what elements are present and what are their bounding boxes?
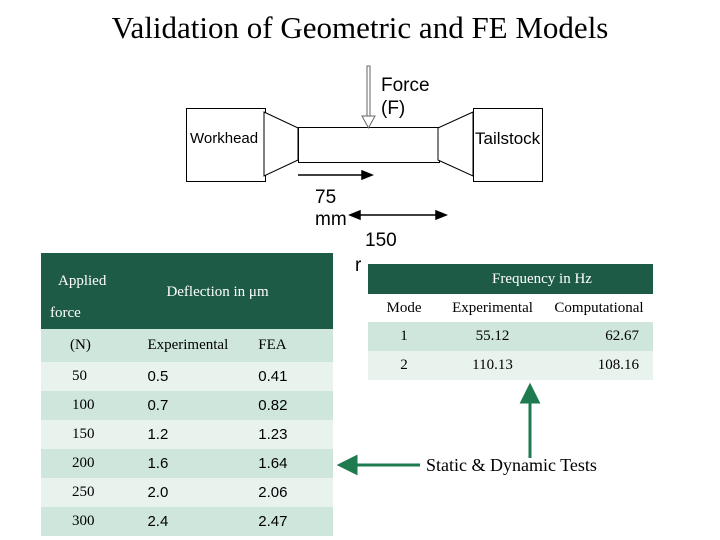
dimension-150-value: 150 — [365, 230, 397, 251]
table-row: 2 110.13 108.16 — [368, 351, 653, 380]
force-arrow — [361, 65, 376, 130]
fea-cell: 1.64 — [258, 455, 288, 472]
force-cell: 200 — [72, 455, 95, 471]
force-label: Force (F) — [381, 74, 430, 120]
workhead-label: Workhead — [190, 130, 259, 147]
experimental-cell: 2.0 — [147, 484, 169, 501]
experimental-cell: 1.2 — [147, 426, 169, 443]
dimension-75-value: 75 — [315, 187, 337, 208]
fea-cell: 0.82 — [258, 397, 288, 414]
force-label-line1: Force — [381, 75, 430, 96]
dimension-75-label: 75 mm — [315, 187, 347, 231]
table-row: 1 55.12 62.67 — [368, 322, 653, 351]
frequency-header: Frequency in Hz — [492, 270, 592, 287]
dimension-lines — [298, 169, 449, 221]
tailstock-center-shape — [437, 111, 474, 177]
force-cell: 300 — [72, 513, 95, 529]
force-cell: 100 — [72, 397, 95, 413]
fea-subheader: FEA — [258, 337, 287, 353]
dimension-75-unit: mm — [315, 209, 347, 230]
table-row: 200 1.6 1.64 — [41, 449, 333, 478]
table-row: 100 0.7 0.82 — [41, 391, 333, 420]
workhead-center-shape — [263, 111, 299, 177]
table-row: 300 2.4 2.47 — [41, 507, 333, 536]
dimension-150-unit: r — [355, 255, 362, 276]
table-row: 50 0.5 0.41 — [41, 362, 333, 391]
fea-cell: 2.47 — [258, 513, 288, 530]
applied-force-header: Applied force — [41, 253, 117, 329]
fea-cell: 2.06 — [258, 484, 288, 501]
applied-header-line: Applied — [58, 273, 107, 289]
tailstock-box — [473, 108, 543, 182]
experimental-cell: 0.5 — [147, 368, 169, 385]
fea-cell: 0.41 — [258, 368, 288, 385]
table-row: 250 2.0 2.06 — [41, 478, 333, 507]
experimental-cell: 55.12 — [475, 328, 510, 344]
mode-subheader: Mode — [386, 299, 422, 316]
force-cell: 250 — [72, 484, 95, 500]
deflection-header: Deflection in μm — [166, 283, 269, 300]
experimental-cell: 1.6 — [147, 455, 169, 472]
experimental-cell: 2.4 — [147, 513, 169, 530]
computational-subheader: Computational — [554, 299, 644, 316]
page-title: Validation of Geometric and FE Models — [111, 10, 609, 45]
experimental-cell: 0.7 — [147, 397, 169, 414]
static-dynamic-caption: Static & Dynamic Tests — [426, 455, 597, 475]
fea-cell: 1.23 — [258, 426, 288, 443]
experimental-cell: 110.13 — [472, 357, 513, 373]
table-row: 150 1.2 1.23 — [41, 420, 333, 449]
experimental-subheader: Experimental — [452, 299, 533, 316]
mode-cell: 1 — [400, 328, 408, 344]
dimension-150-label: 150 r — [355, 228, 397, 278]
frequency-table: Frequency in Hz Mode Experimental Comput… — [368, 264, 653, 380]
computational-cell: 62.67 — [605, 328, 639, 344]
force-label-line2: (F) — [381, 98, 406, 119]
force-header-line: force — [50, 305, 81, 321]
force-cell: 150 — [72, 426, 95, 442]
mode-cell: 2 — [400, 357, 408, 373]
force-cell: 50 — [72, 368, 87, 384]
experimental-subheader: Experimental — [147, 337, 229, 353]
unit-subheader: (N) — [70, 337, 91, 353]
callout-arrows — [336, 382, 541, 476]
workhead-box — [186, 108, 266, 182]
computational-cell: 108.16 — [597, 357, 639, 373]
tailstock-label: Tailstock — [475, 129, 541, 148]
deflection-table: Applied force Deflection in μm (N) Exper… — [41, 253, 333, 536]
